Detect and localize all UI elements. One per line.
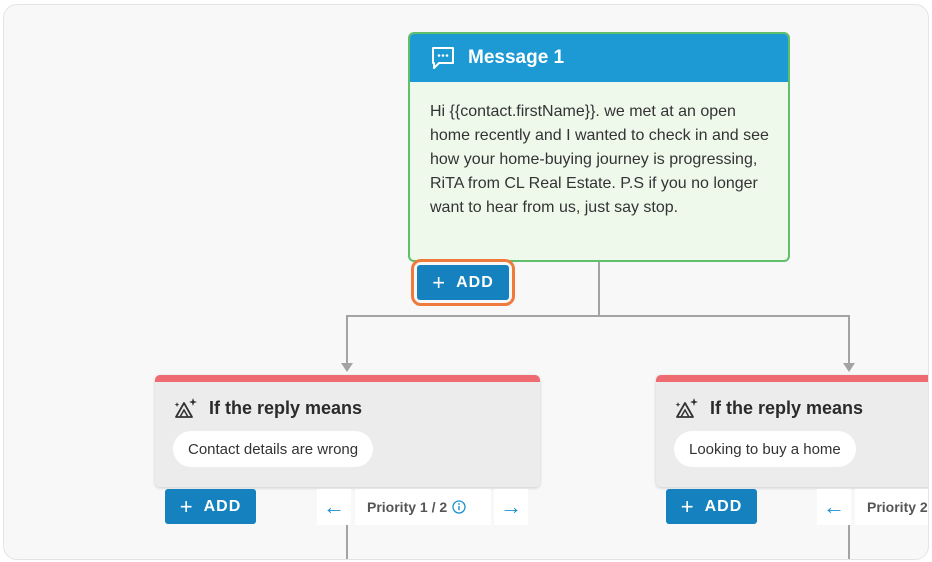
canvas: Message 1 Hi {{contact.firstName}}. we m… (3, 4, 929, 560)
info-icon[interactable] (452, 500, 466, 514)
condition-card-1[interactable]: If the reply means Contact details are w… (155, 375, 540, 487)
arrow-right-icon: → (500, 494, 522, 519)
condition-pill[interactable]: Looking to buy a home (674, 431, 856, 467)
condition-stripe (656, 375, 928, 382)
priority-prev-button-2[interactable]: ← (817, 489, 851, 525)
arrow-left-icon: ← (323, 494, 345, 519)
priority-prev-button-1[interactable]: ← (317, 489, 351, 525)
plus-icon: + (432, 269, 447, 295)
add-button-branch-1[interactable]: + ADD (165, 489, 256, 524)
connector-left-arrowhead (341, 363, 353, 372)
condition-pill[interactable]: Contact details are wrong (173, 431, 374, 467)
add-button-label: ADD (203, 497, 242, 515)
connector-left-bottom (346, 525, 348, 559)
connector-vertical-main (598, 262, 600, 316)
priority-label-2: Priority 2 (855, 489, 928, 525)
add-button-highlight (411, 259, 515, 306)
priority-text: Priority 1 / 2 (367, 499, 448, 515)
condition-card-2[interactable]: If the reply means Looking to buy a home (656, 375, 928, 487)
ai-sparkle-icon (174, 398, 197, 418)
add-button-label: ADD (456, 273, 494, 291)
add-button-main[interactable]: + ADD (417, 265, 509, 300)
condition-title: If the reply means (209, 397, 363, 418)
connector-right-drop (848, 315, 850, 365)
message-header: Message 1 (410, 34, 788, 82)
priority-next-button-1[interactable]: → (494, 489, 528, 525)
priority-label-1: Priority 1 / 2 (355, 489, 491, 525)
connector-horizontal (346, 315, 850, 317)
priority-text: Priority 2 (867, 499, 928, 515)
connector-right-bottom (848, 525, 850, 559)
arrow-left-icon: ← (823, 494, 845, 519)
message-body: Hi {{contact.firstName}}. we met at an o… (430, 103, 769, 216)
chat-bubble-icon (432, 47, 454, 69)
add-button-branch-2[interactable]: + ADD (666, 489, 757, 524)
plus-icon: + (179, 493, 194, 519)
connector-left-drop (346, 315, 348, 365)
condition-title: If the reply means (710, 397, 864, 418)
ai-sparkle-icon (675, 398, 698, 418)
add-button-label: ADD (704, 497, 743, 515)
connector-right-arrowhead (843, 363, 855, 372)
condition-stripe (155, 375, 540, 382)
message-title: Message 1 (468, 47, 565, 68)
message-card[interactable]: Message 1 Hi {{contact.firstName}}. we m… (408, 32, 790, 262)
plus-icon: + (680, 493, 695, 519)
